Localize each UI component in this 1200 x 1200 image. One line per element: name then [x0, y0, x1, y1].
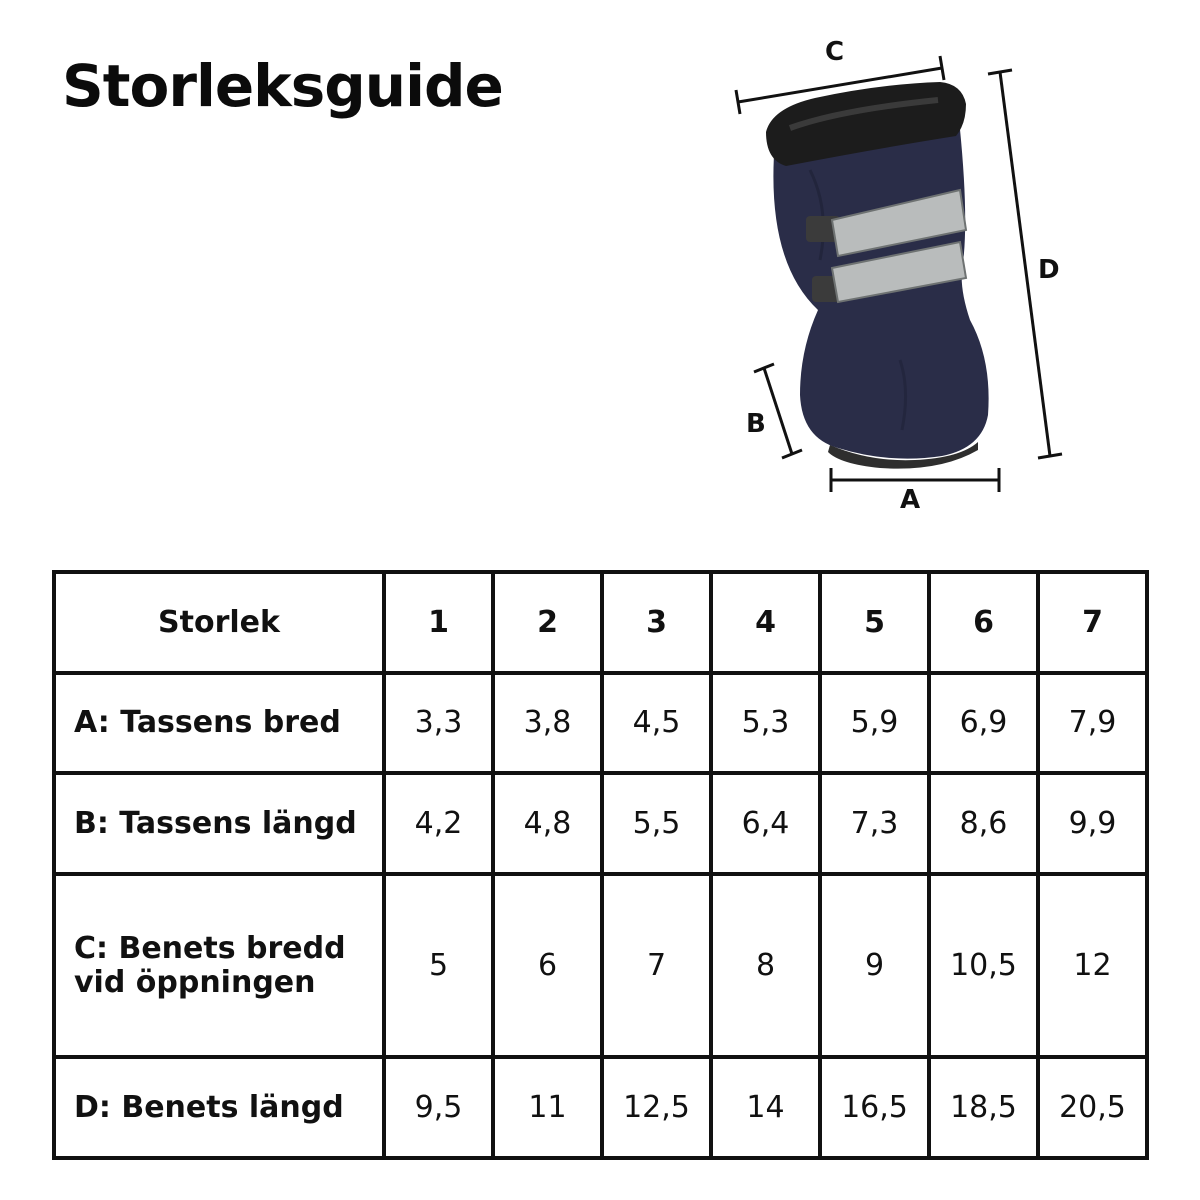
boot-sole: [828, 442, 978, 469]
size-header: 2: [491, 570, 604, 675]
table-cell: 18,5: [927, 1055, 1040, 1160]
measure-b: B: [746, 362, 803, 460]
table-cell: 12,5: [600, 1055, 713, 1160]
label-d: D: [1038, 255, 1060, 285]
table-cell: 12: [1036, 871, 1149, 1060]
table-cell: 5,5: [600, 771, 713, 876]
header-label: Storlek: [52, 570, 386, 675]
table-cell: 6,9: [927, 670, 1040, 776]
table-cell: 7: [600, 871, 713, 1060]
table-cell: 4,8: [491, 771, 604, 876]
table-cell: 8: [709, 871, 822, 1060]
table-cell: 4,5: [600, 670, 713, 776]
boot-fold: [808, 169, 825, 261]
row-label: B: Tassens längd: [52, 771, 386, 876]
size-header: 1: [382, 570, 495, 675]
reflective-strap-upper: [830, 188, 968, 258]
boot-cuff-lining: [788, 97, 939, 131]
table-cell: 4,2: [382, 771, 495, 876]
table-cell: 9,5: [382, 1055, 495, 1160]
row-label: C: Benets bredd vid öppningen: [52, 871, 386, 1060]
label-a: A: [900, 485, 920, 515]
boot-illustration: C D B A: [734, 37, 1063, 515]
table-cell: 6,4: [709, 771, 822, 876]
table-cell: 5,3: [709, 670, 822, 776]
measure-a: A: [829, 468, 1001, 515]
table-row: A: Tassens bred 3,3 3,8 4,5 5,3 5,9 6,9 …: [52, 670, 1149, 776]
table-cell: 20,5: [1036, 1055, 1149, 1160]
row-label-line: vid öppningen: [74, 964, 316, 1000]
table-header-row: Storlek 1 2 3 4 5 6 7: [52, 570, 1149, 675]
table-cell: 5,9: [818, 670, 931, 776]
size-header: 7: [1036, 570, 1149, 675]
reflective-strap-lower: [830, 240, 968, 304]
row-label: D: Benets längd: [52, 1055, 386, 1160]
label-c: C: [825, 37, 844, 67]
table-cell: 11: [491, 1055, 604, 1160]
size-header: 5: [818, 570, 931, 675]
table-cell: 16,5: [818, 1055, 931, 1160]
table-cell: 7,9: [1036, 670, 1149, 776]
table-cell: 5: [382, 871, 495, 1060]
table-row: D: Benets längd 9,5 11 12,5 14 16,5 18,5…: [52, 1055, 1149, 1160]
table-cell: 3,8: [491, 670, 604, 776]
size-header: 6: [927, 570, 1040, 675]
size-header: 4: [709, 570, 822, 675]
size-header: 3: [600, 570, 713, 675]
table-cell: 8,6: [927, 771, 1040, 876]
table-row: B: Tassens längd 4,2 4,8 5,5 6,4 7,3 8,6…: [52, 771, 1149, 876]
boot-fold: [898, 359, 908, 431]
row-label: A: Tassens bred: [52, 670, 386, 776]
table-cell: 9: [818, 871, 931, 1060]
measure-d: D: [987, 68, 1063, 460]
table-cell: 6: [491, 871, 604, 1060]
table-cell: 3,3: [382, 670, 495, 776]
table-row: C: Benets bredd vid öppningen 5 6 7 8 9 …: [52, 871, 1149, 1060]
label-b: B: [746, 409, 766, 439]
page-title: Storleksguide: [62, 52, 504, 120]
table-cell: 10,5: [927, 871, 1040, 1060]
size-table: Storlek 1 2 3 4 5 6 7 A: Tassens bred 3,…: [52, 570, 1149, 1160]
row-label-line: C: Benets bredd: [74, 930, 346, 966]
table-cell: 9,9: [1036, 771, 1149, 876]
measure-c: C: [734, 37, 946, 115]
table-cell: 7,3: [818, 771, 931, 876]
table-cell: 14: [709, 1055, 822, 1160]
